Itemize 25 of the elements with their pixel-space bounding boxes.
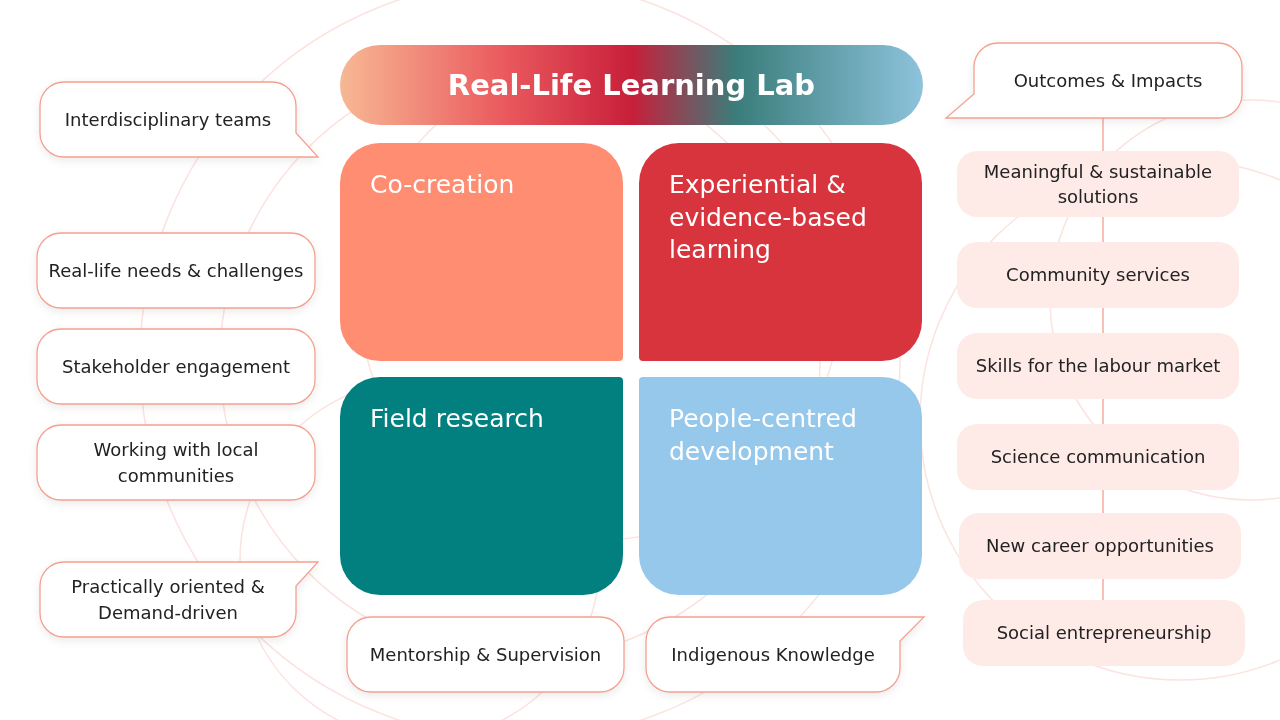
callout-box: Real-life needs & challenges <box>37 233 315 308</box>
callout-box: Stakeholder engagement <box>37 329 315 404</box>
connector-line <box>1102 216 1104 243</box>
outcome-box: Skills for the labour market <box>957 333 1239 399</box>
outcome-box: New career opportunities <box>959 513 1241 579</box>
callout-box: Mentorship & Supervision <box>347 617 624 692</box>
quadrant-panel: Co-creation <box>340 143 623 361</box>
callout-box: Working with local communities <box>37 425 315 500</box>
connector-line <box>1102 398 1104 425</box>
quadrant-panel: People-centred development <box>639 377 922 595</box>
callout-box: Interdisciplinary teams <box>40 82 318 157</box>
connector-line <box>1102 307 1104 334</box>
quadrant-panel: Field research <box>340 377 623 595</box>
outcome-box: Community services <box>957 242 1239 308</box>
quadrant-panel: Experiential & evidence-based learning <box>639 143 922 361</box>
connector-line <box>1102 489 1104 514</box>
title-banner: Real-Life Learning Lab <box>340 45 923 125</box>
callout-box: Outcomes & Impacts <box>946 43 1242 118</box>
outcome-box: Meaningful & sustainable solutions <box>957 151 1239 217</box>
outcome-box: Science communication <box>957 424 1239 490</box>
outcome-box: Social entrepreneurship <box>963 600 1245 666</box>
connector-line <box>1102 117 1104 152</box>
connector-line <box>1102 578 1104 601</box>
callout-box: Practically oriented & Demand-driven <box>40 562 318 637</box>
callout-box: Indigenous Knowledge <box>646 617 924 692</box>
